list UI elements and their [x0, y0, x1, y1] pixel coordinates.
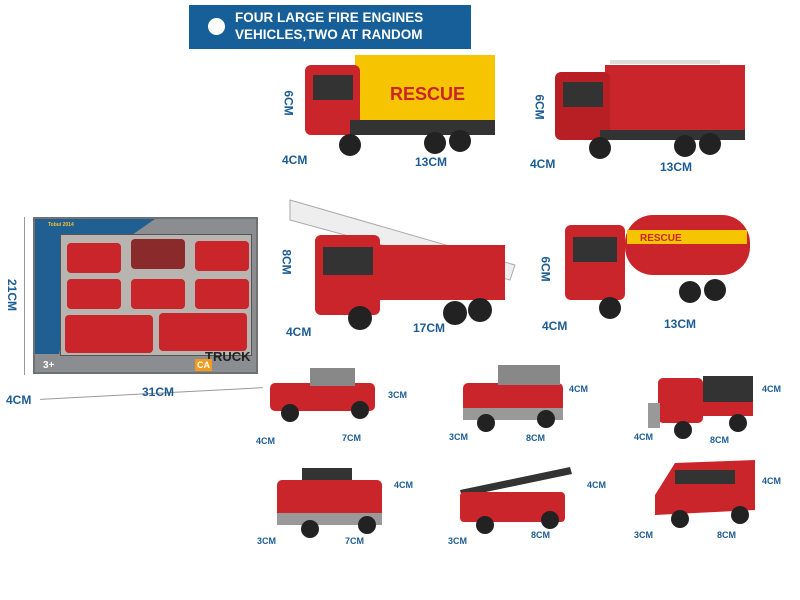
fire-van-image: [655, 460, 755, 528]
large1-height: 6CM: [281, 90, 296, 116]
small2-length: 8CM: [526, 433, 546, 443]
small2-depth: 3CM: [449, 432, 469, 442]
large1-length: 13CM: [415, 155, 448, 169]
small3-height: 4CM: [762, 384, 782, 394]
banner-line-1: FOUR LARGE FIRE ENGINES: [235, 10, 424, 25]
box-brand-logo: Tobui 2014: [48, 222, 74, 228]
aerial-ladder-truck-image: [289, 199, 516, 330]
small1-length: 7CM: [342, 433, 362, 443]
small3-length: 8CM: [710, 435, 730, 445]
pump-truck-image: [555, 60, 745, 159]
cannon-truck-image: [277, 468, 382, 538]
feature-banner: FOUR LARGE FIRE ENGINES VEHICLES,TWO AT …: [189, 5, 471, 49]
small4-depth: 3CM: [257, 536, 277, 546]
age-badge: 3+: [43, 360, 55, 371]
small4-height: 4CM: [394, 480, 414, 490]
large4-length: 13CM: [664, 317, 697, 331]
small6-depth: 3CM: [634, 530, 654, 540]
fire-jeep-image: [270, 368, 375, 422]
large3-length: 17CM: [413, 321, 446, 335]
armored-fire-truck-image: [463, 365, 563, 432]
large4-depth: 4CM: [542, 319, 568, 333]
small4-length: 7CM: [345, 536, 365, 546]
tanker-truck-image: RESCUE: [565, 215, 750, 319]
large2-depth: 4CM: [530, 157, 556, 171]
small1-depth: 4CM: [256, 436, 276, 446]
small-ladder-truck-image: [460, 467, 572, 534]
small5-height: 4CM: [587, 480, 607, 490]
rescue-box-truck-image: RESCUE: [305, 55, 495, 156]
small1-height: 3CM: [388, 390, 408, 400]
small6-length: 8CM: [717, 530, 737, 540]
box-depth-label: 4CM: [6, 393, 32, 407]
bullet-icon: [208, 18, 225, 35]
small5-length: 8CM: [531, 530, 551, 540]
box-title: TRUCK: [205, 349, 251, 364]
box-subtitle: CA: [195, 359, 212, 371]
rescue-text: RESCUE: [390, 84, 465, 104]
plow-truck-image: [648, 376, 753, 439]
banner-line-2: VEHICLES,TWO AT RANDOM: [235, 27, 423, 42]
large2-height: 6CM: [532, 94, 547, 120]
large3-depth: 4CM: [286, 325, 312, 339]
small5-depth: 3CM: [448, 536, 468, 546]
box-height-label: 21CM: [5, 278, 20, 312]
box-length-label: 31CM: [142, 385, 175, 399]
box-window: [60, 234, 252, 356]
large1-depth: 4CM: [282, 153, 308, 167]
large3-height: 8CM: [279, 249, 294, 275]
small2-height: 4CM: [569, 384, 589, 394]
large2-length: 13CM: [660, 160, 693, 174]
small3-depth: 4CM: [634, 432, 654, 442]
package-box: Tobui 2014 TRUCK CA 3+: [33, 217, 258, 374]
tanker-rescue-text: RESCUE: [640, 233, 682, 244]
large4-height: 6CM: [538, 256, 553, 282]
small6-height: 4CM: [762, 476, 782, 486]
